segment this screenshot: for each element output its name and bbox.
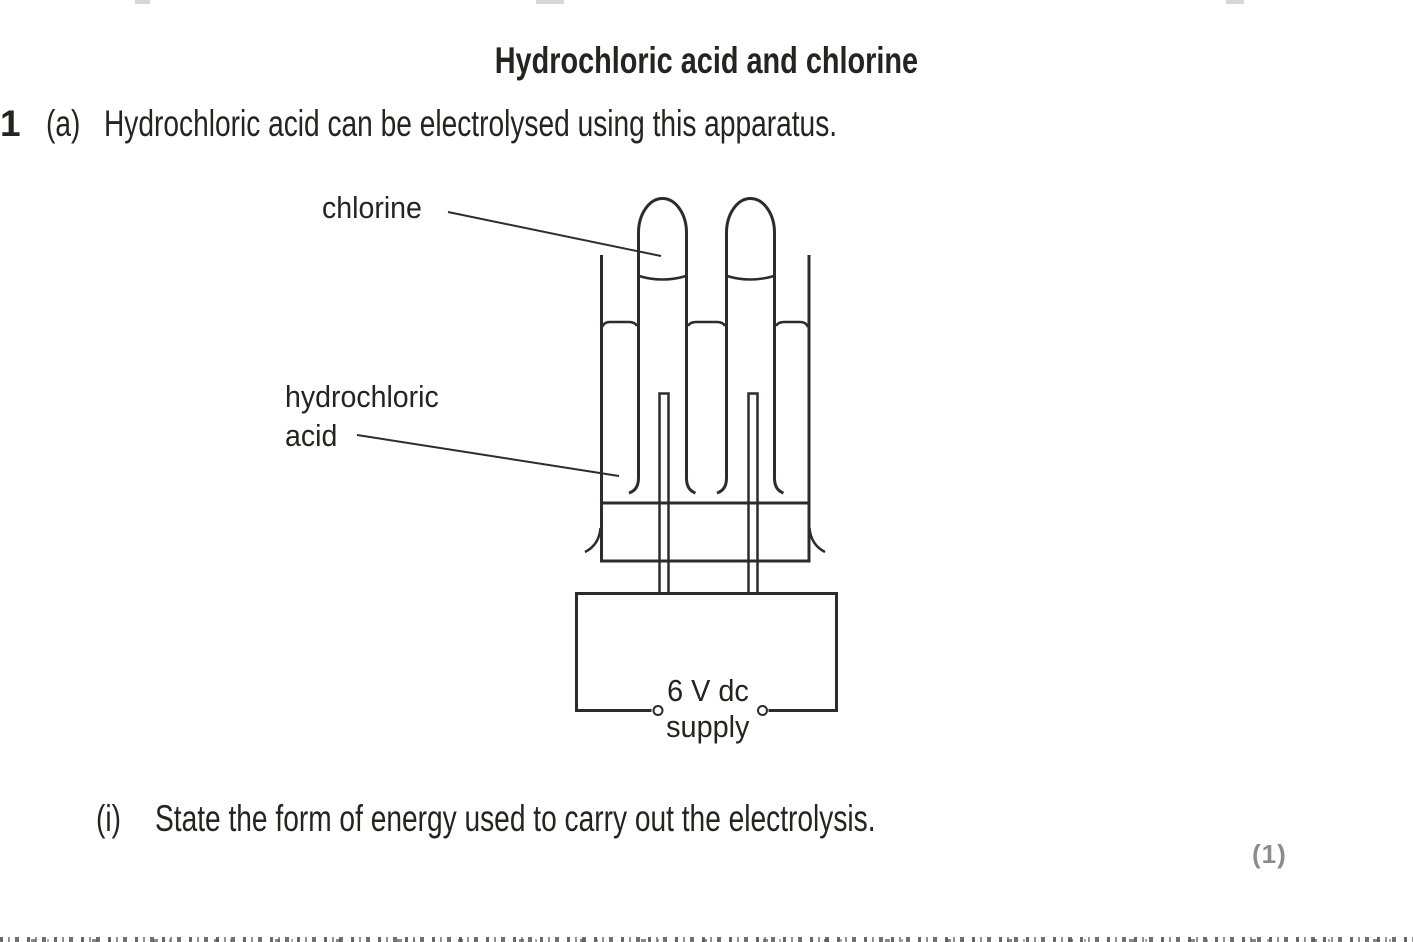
supply-terminal-right xyxy=(757,705,768,716)
page-title-text: Hydrochloric acid and chlorine xyxy=(494,40,919,81)
liquid-level-left xyxy=(600,320,639,328)
chlorine-label: chlorine xyxy=(322,190,422,225)
subquestion-label: (i) xyxy=(96,798,121,839)
vessel-foot-curve-right xyxy=(808,527,826,554)
question-part-label: (a) xyxy=(46,103,81,144)
outer-vessel xyxy=(600,255,811,563)
clipped-text-top-edge xyxy=(536,0,564,4)
marks-badge: (1) xyxy=(1252,839,1287,869)
page-title: Hydrochloric acid and chlorine xyxy=(0,39,1413,83)
hydrochloric-acid-label: hydrochloric acid xyxy=(285,379,439,453)
supply-box xyxy=(575,592,838,712)
supply-label: 6 V dc supply xyxy=(666,673,750,744)
clipped-text-top-edge xyxy=(135,0,150,4)
vessel-foot-curve-left xyxy=(584,527,602,554)
liquid-level-middle xyxy=(686,320,727,327)
gas-liquid-boundary-left xyxy=(638,274,687,281)
question-number: 1 xyxy=(0,103,21,144)
gas-tube-left xyxy=(628,197,697,495)
liquid-level-right xyxy=(774,320,810,328)
gas-liquid-boundary-right xyxy=(726,274,775,281)
gas-tube-right xyxy=(716,197,785,495)
electrode-left xyxy=(658,392,670,593)
clipped-text-top-edge xyxy=(1226,0,1244,4)
clipped-text-bottom-edge xyxy=(0,935,1413,942)
chlorine-leader-line xyxy=(447,211,662,257)
question-part-text: Hydrochloric acid can be electrolysed us… xyxy=(104,103,838,144)
supply-terminal-left xyxy=(652,705,664,716)
acid-leader-line xyxy=(356,434,620,477)
subquestion-text: State the form of energy used to carry o… xyxy=(155,798,876,839)
electrode-right xyxy=(747,392,759,593)
